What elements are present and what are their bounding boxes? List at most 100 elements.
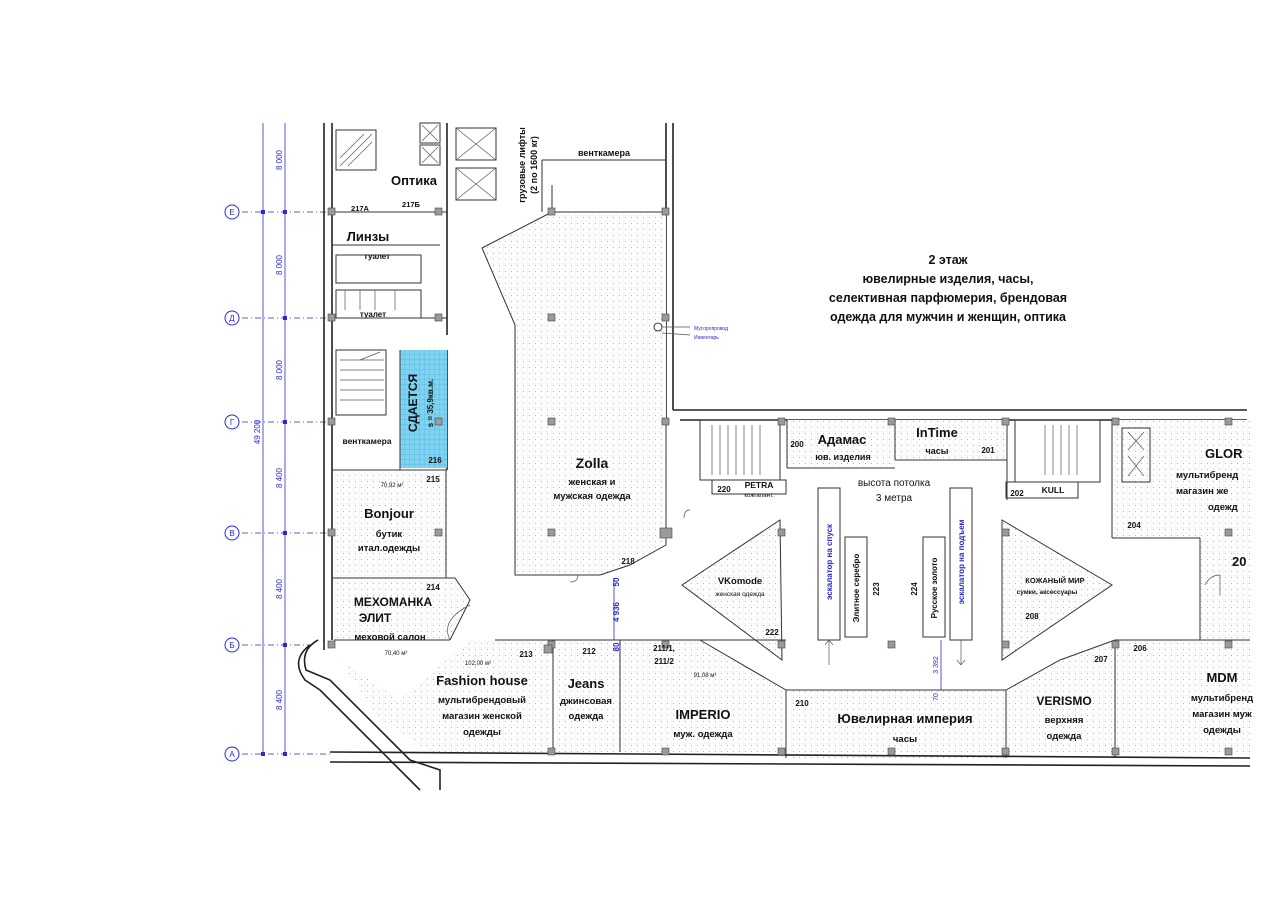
dimension-label: 80	[612, 642, 621, 651]
shop-description: джинсовая	[560, 696, 612, 707]
toilet-label: туалет	[364, 252, 390, 261]
escalators	[613, 487, 973, 690]
service-core	[335, 122, 497, 416]
shop-description: мультибрендовый	[438, 695, 526, 706]
vacant-unit-area: s = 35,9кв.м.	[426, 379, 435, 427]
unit-number: 214	[426, 583, 440, 592]
axis-label-a: А	[229, 750, 235, 759]
unit-number: 216	[428, 456, 442, 465]
freight-lifts-note: грузовые лифты	[517, 127, 527, 203]
shop-description: мультибренд	[1176, 470, 1238, 481]
ceiling-height-label: высота потолка	[858, 478, 931, 489]
walls	[323, 123, 1247, 650]
room-label: венткамера	[578, 148, 631, 158]
unit-number: 218	[621, 557, 635, 566]
escalator-down-label: эскалатор на спуск	[825, 523, 834, 600]
unit-number: 220	[717, 485, 731, 494]
unit-number: 208	[1025, 612, 1039, 621]
shop-description: верхняя	[1045, 715, 1084, 726]
shop-description: одежда	[1047, 731, 1083, 742]
room-label: венткамера	[342, 436, 391, 446]
unit-number: 201	[981, 446, 995, 455]
shop-name-imperio: IMPERIO	[676, 707, 731, 722]
unit-area: 102,00 м²	[465, 661, 491, 667]
shop-description: магазин же	[1176, 486, 1228, 497]
axis-label-v: В	[229, 529, 234, 538]
unit-number: 211/2	[654, 657, 674, 666]
unit-number: 207	[1094, 655, 1108, 664]
shop-name-optika: Оптика	[391, 173, 438, 188]
unit-number: 20	[1232, 554, 1246, 569]
span-label: 8 400	[275, 578, 284, 599]
floor-title-block: 2 этаж ювелирные изделия, часы, селектив…	[829, 253, 1067, 324]
room-labels: венткамера грузовые лифты (2 по 1600 кг)…	[342, 127, 1253, 745]
shop-description: магазин муж	[1192, 709, 1252, 720]
unit-number: 212	[582, 647, 596, 656]
shop-name-fashion-house: Fashion house	[436, 673, 528, 688]
shop-name-mehomanka: ЭЛИТ	[359, 611, 392, 625]
shop-description: женская и	[568, 477, 616, 488]
shop-description: муж. одежда	[673, 729, 733, 740]
unit-number: 211/1,	[653, 644, 675, 653]
shop-name-jewelry-empire: Ювелирная империя	[837, 711, 972, 726]
span-label: 8 000	[275, 254, 284, 275]
axis-label-e: Е	[229, 208, 234, 217]
shop-name-bonjour: Bonjour	[364, 506, 414, 521]
shop-description: одежды	[463, 727, 501, 738]
unit-number: 217А	[351, 204, 370, 213]
axis-label-b: Б	[229, 641, 234, 650]
shop-description: итал.одежды	[358, 543, 420, 554]
shop-description: кожгалант.	[744, 493, 774, 499]
dimension-label: 4 936	[612, 601, 621, 622]
axis-label-d: Д	[229, 314, 235, 323]
shop-description: одежды	[1203, 725, 1241, 736]
unit-number: 213	[519, 650, 533, 659]
floor-description: ювелирные изделия, часы,	[862, 272, 1033, 286]
dimension-label: 50	[612, 577, 621, 586]
inventory-label: Инвентарь	[694, 335, 719, 341]
freight-lifts-note: (2 по 1600 кг)	[529, 136, 539, 194]
shop-description: сумки, аксессуары	[1017, 589, 1078, 596]
shop-description: мужская одежда	[553, 491, 631, 502]
unit-number: 215	[426, 475, 440, 484]
span-label: 8 000	[275, 149, 284, 170]
axis-label-g: Г	[230, 418, 235, 427]
shop-name-linzy: Линзы	[347, 229, 390, 244]
shop-name-jeans: Jeans	[568, 676, 605, 691]
ceiling-height-label: 3 метра	[876, 493, 913, 504]
garbage-chute-label: Мусоропровод	[694, 326, 728, 332]
floor-description: селективная парфюмерия, брендовая	[829, 291, 1067, 305]
shop-description: часы	[926, 446, 949, 456]
escalator-up-label: эскалатор на подъем	[957, 520, 966, 605]
unit-number: 200	[790, 440, 804, 449]
total-span-label: 49 200	[253, 419, 262, 444]
unit-number: 222	[765, 628, 779, 637]
shop-description: меховой салон	[354, 632, 425, 643]
shop-description: женская одежда	[715, 591, 765, 598]
grid-axes: Е Д Г В Б А 8 000 8 000 8 000 8 400 8 40…	[224, 123, 330, 762]
shop-name-kull: KULL	[1042, 485, 1065, 495]
shop-name-zolla: Zolla	[576, 455, 609, 471]
floor-description: одежда для мужчин и женщин, оптика	[830, 310, 1067, 324]
unit-area: 91,08 м²	[694, 673, 717, 679]
unit-walls	[297, 185, 1251, 791]
vacant-unit-label: СДАЕТСЯ	[406, 374, 420, 432]
columns	[327, 207, 1233, 756]
span-label: 8 400	[275, 467, 284, 488]
unit-number: 223	[872, 582, 881, 596]
unit-number: 204	[1127, 521, 1141, 530]
shop-name-adamas: Адамас	[818, 432, 867, 447]
unit-number: 210	[795, 699, 809, 708]
shop-description: одежд	[1208, 502, 1238, 513]
shop-description: юв. изделия	[815, 452, 870, 462]
span-label: 8 000	[275, 359, 284, 380]
retail-areas	[334, 212, 1250, 758]
shop-name-mdm: MDM	[1206, 670, 1237, 685]
shop-name-leather-world: КОЖАНЫЙ МИР	[1025, 576, 1084, 585]
shop-name-russian-gold: Русское золото	[930, 558, 939, 619]
shop-name-verismo: VERISMO	[1036, 694, 1091, 708]
dimension-label: 3 392	[933, 656, 940, 674]
shop-description: мультибренд	[1191, 693, 1253, 704]
span-label: 8 400	[275, 689, 284, 710]
shop-name-intime: InTime	[916, 425, 958, 440]
